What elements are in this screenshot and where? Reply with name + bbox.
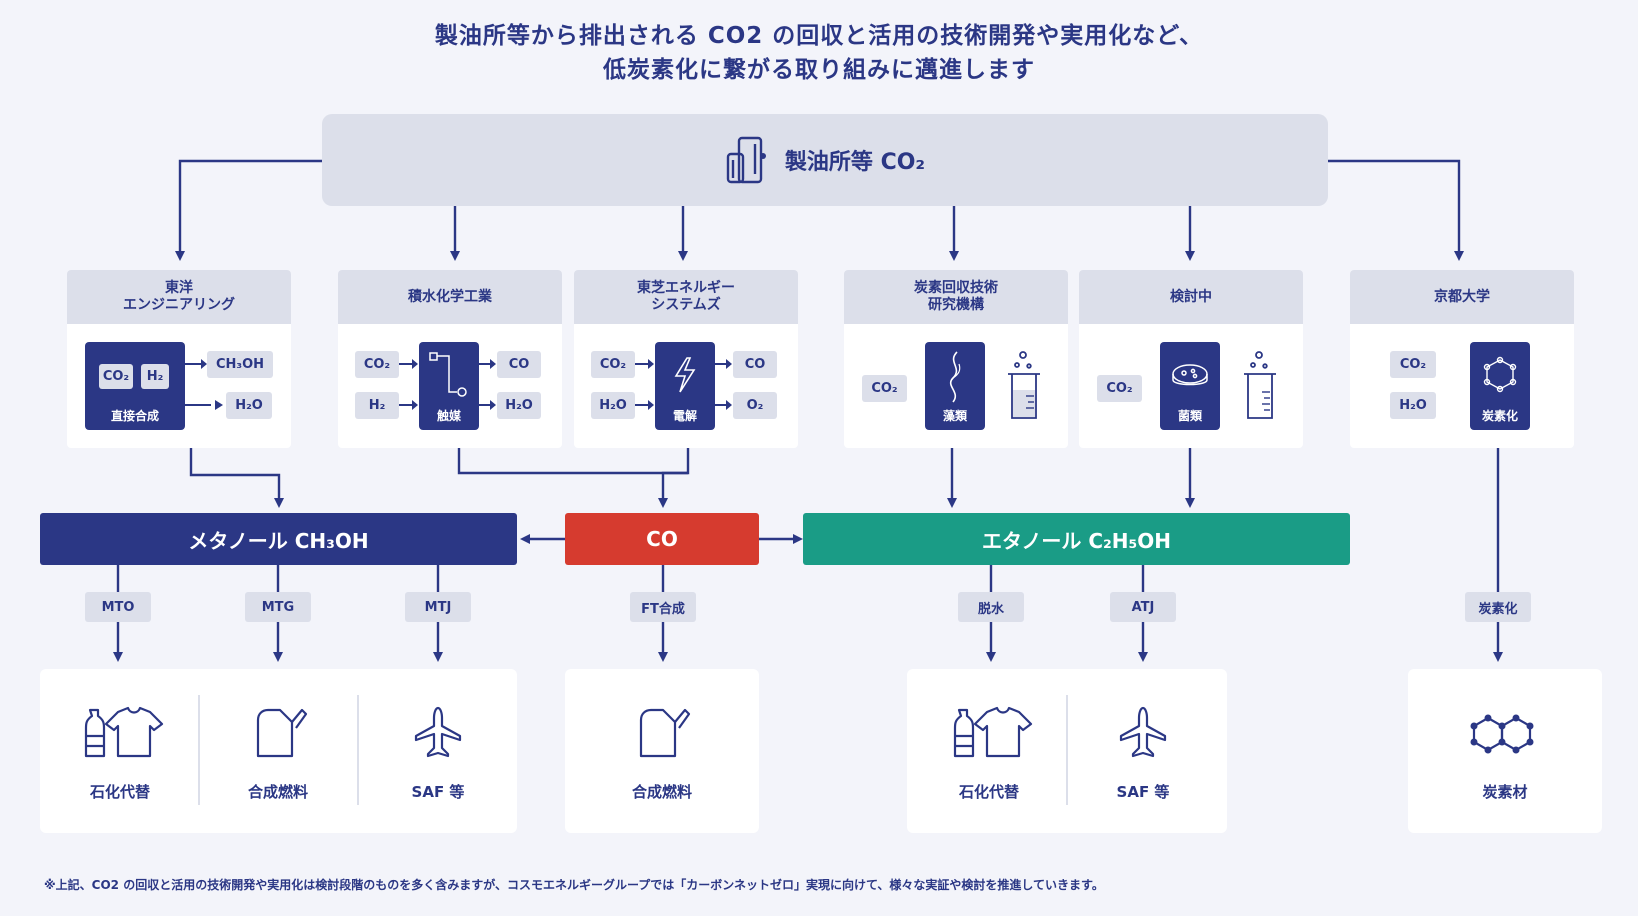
electrolysis-box: 電解	[655, 342, 715, 430]
output-ch3oh: CH₃OH	[207, 351, 273, 378]
box-label-carbonization: 炭素化	[1481, 409, 1518, 423]
input-co2: CO₂	[591, 351, 635, 378]
output-group-methanol	[40, 669, 517, 833]
route-dehydration: 脱水	[958, 592, 1024, 622]
algae-box: 藻類	[925, 342, 985, 430]
box-label-electrolysis: 電解	[672, 409, 697, 423]
org-name-toshiba: 東芝エネルギー システムズ	[574, 270, 798, 324]
input-co2: CO₂	[1097, 375, 1142, 402]
input-co2: CO₂	[99, 364, 133, 389]
algae-icon	[949, 351, 961, 403]
route-mtj: MTJ	[405, 592, 471, 622]
refinery-co2-source: 製油所等 CO₂	[322, 114, 1328, 206]
product-synthetic-fuel: 合成燃料	[247, 783, 308, 801]
input-h2o: H₂O	[591, 392, 635, 419]
org-name-rite: 炭素回収技術 研究機構	[844, 270, 1068, 324]
route-mtg: MTG	[245, 592, 311, 622]
route-mto: MTO	[85, 592, 151, 622]
product-saf: SAF 等	[411, 783, 465, 801]
output-o2: O₂	[733, 392, 777, 419]
ethanol-bar: エタノール C₂H₅OH	[803, 513, 1350, 565]
methanol-bar: メタノール CH₃OH	[40, 513, 517, 565]
divider	[357, 695, 359, 805]
beaker-icon	[1008, 351, 1040, 419]
org-name-sekisui: 積水化学工業	[338, 270, 562, 324]
org-name-toyo: 東洋 エンジニアリング	[67, 270, 291, 324]
fungi-box: 菌類	[1160, 342, 1220, 430]
box-label-catalyst: 触媒	[436, 409, 461, 423]
arrowhead	[215, 400, 223, 410]
output-h2o: H₂O	[497, 392, 541, 419]
box-label-direct-synthesis: 直接合成	[110, 409, 159, 423]
route-carbonization: 炭素化	[1465, 592, 1531, 622]
lightning-icon	[674, 357, 696, 393]
input-co2: CO₂	[1390, 351, 1436, 378]
input-co2: CO₂	[862, 375, 907, 402]
headline-line-2: 低炭素化に繋がる取り組みに邁進します	[603, 57, 1035, 83]
output-co: CO	[497, 351, 541, 378]
molecule-icon	[1483, 356, 1517, 393]
source-label: 製油所等 CO₂	[784, 150, 926, 175]
route-ft-synthesis: FT合成	[630, 592, 696, 622]
product-carbon-material: 炭素材	[1482, 783, 1528, 801]
catalyst-icon	[429, 352, 467, 397]
airplane-icon	[1119, 706, 1167, 758]
box-label-fungi: 菌類	[1177, 409, 1202, 423]
product-synthetic-fuel: 合成燃料	[631, 783, 692, 801]
org-name-under-consideration: 検討中	[1079, 270, 1303, 324]
input-h2o: H₂O	[1390, 392, 1436, 419]
product-petrochemical-alternative: 石化代替	[958, 783, 1019, 801]
footnote: ※上記、CO2 の回収と活用の技術開発や実用化は検討段階のものを多く含みますが、…	[44, 878, 1104, 892]
direct-synthesis-box: CO₂ H₂ 直接合成	[85, 342, 185, 430]
petri-dish-icon	[1172, 364, 1208, 386]
input-h2: H₂	[355, 392, 399, 419]
refinery-tanks-icon	[726, 136, 766, 184]
airplane-icon	[414, 706, 462, 758]
divider	[1066, 695, 1068, 805]
beaker-icon	[1244, 351, 1276, 419]
co-bar: CO	[565, 513, 759, 565]
output-group-co	[565, 669, 759, 833]
route-atj: ATJ	[1110, 592, 1176, 622]
carbonization-box: 炭素化	[1470, 342, 1530, 430]
bottle-shirt-icon	[84, 706, 164, 758]
divider	[198, 695, 200, 805]
product-saf: SAF 等	[1116, 783, 1170, 801]
org-name-kyoto: 京都大学	[1350, 270, 1574, 324]
headline-line-1: 製油所等から排出される CO2 の回収と活用の技術開発や実用化など、	[434, 23, 1204, 49]
carbon-material-icon	[1470, 714, 1534, 754]
output-h2o: H₂O	[226, 392, 272, 419]
input-h2: H₂	[141, 364, 169, 389]
product-petrochemical-alternative: 石化代替	[89, 783, 150, 801]
box-label-algae: 藻類	[942, 409, 967, 423]
input-co2: CO₂	[355, 351, 399, 378]
fuel-can-icon	[256, 708, 308, 758]
process-card-kyoto: 京都大学	[1350, 270, 1574, 448]
bottle-shirt-icon	[953, 706, 1033, 758]
output-group-carbon	[1408, 669, 1602, 833]
catalyst-box: 触媒	[419, 342, 479, 430]
output-co: CO	[733, 351, 777, 378]
output-arrows-toyo	[185, 359, 211, 406]
fuel-can-icon	[639, 708, 691, 758]
